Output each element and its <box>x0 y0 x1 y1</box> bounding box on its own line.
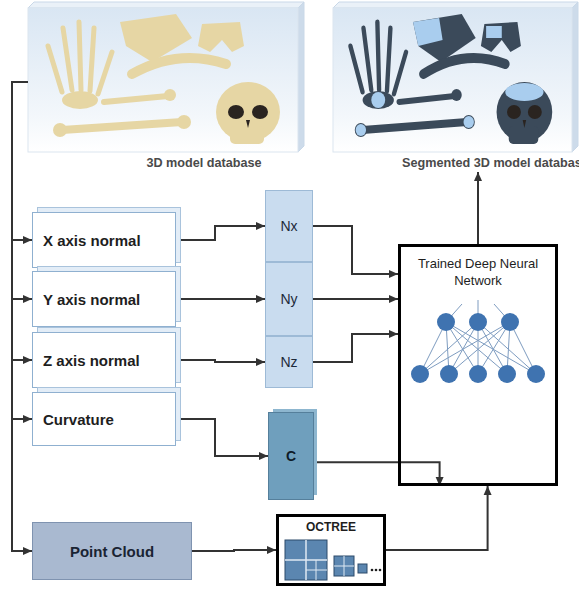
model-database-panel <box>28 2 304 152</box>
database-panel: 3D model database <box>28 2 380 172</box>
connector-arrow <box>12 82 32 299</box>
database-panel: Segmented 3D model database <box>333 2 579 172</box>
connector-arrow <box>176 226 265 240</box>
network-box: Trained Deep Neural Network <box>398 244 558 486</box>
neural-network-icon <box>411 300 545 383</box>
node-label: Curvature <box>43 411 114 428</box>
octree-box: OCTREE <box>276 514 386 586</box>
illustration-part <box>486 26 502 38</box>
connector-arrow <box>386 486 488 550</box>
node-label: Trained Deep Neural Network <box>411 255 545 289</box>
illustration-part <box>413 18 443 46</box>
feature-box: Curvature <box>32 392 176 446</box>
connector-arrow <box>176 419 268 456</box>
node-label: Point Cloud <box>70 543 154 560</box>
illustration-part <box>375 569 378 572</box>
connector-arrow <box>12 82 32 360</box>
connector-arrow <box>176 298 265 300</box>
node-label: 3D model database <box>146 156 261 172</box>
illustration-part <box>306 570 327 571</box>
illustration-part <box>334 556 354 576</box>
feature-box: X axis normal <box>32 212 176 268</box>
feature-box: Y axis normal <box>32 271 176 327</box>
node-label: Nx <box>280 218 297 234</box>
illustration-part <box>505 83 543 101</box>
illustration-part <box>437 313 455 331</box>
feature-box: Z axis normal <box>32 332 176 388</box>
connector-arrow <box>477 172 479 244</box>
illustration-part <box>469 365 487 383</box>
octree-icon <box>285 540 381 580</box>
node-label: Y axis normal <box>43 291 140 308</box>
illustration-part <box>333 2 578 8</box>
illustration-part <box>411 365 429 383</box>
illustration-part <box>379 569 382 572</box>
illustration-part <box>446 322 536 374</box>
connector-arrow <box>192 550 276 551</box>
illustration-part <box>28 8 298 152</box>
illustration-part <box>333 8 572 152</box>
illustration-part <box>334 566 354 567</box>
illustration-part <box>572 2 578 152</box>
illustration-part <box>469 313 487 331</box>
illustration-part <box>356 124 366 136</box>
connector-arrow <box>313 298 398 300</box>
illustration-part <box>285 559 327 561</box>
illustration-part <box>350 14 552 144</box>
segmented-database-panel <box>333 2 578 152</box>
illustration-part <box>298 2 304 152</box>
illustration-part <box>48 14 280 144</box>
node-label: X axis normal <box>43 232 141 249</box>
illustration-part <box>411 313 545 383</box>
illustration-part <box>28 2 304 8</box>
illustration-part <box>464 116 474 128</box>
illustration-part <box>358 564 367 573</box>
connector-arrow <box>313 226 398 274</box>
connector-arrow <box>12 82 32 240</box>
illustration-part <box>350 14 552 144</box>
connector-arrow <box>12 82 32 419</box>
channel-box: Ny <box>265 262 313 336</box>
connector-arrow <box>313 334 398 362</box>
connector-arrow <box>12 82 32 551</box>
channel-box: Nz <box>265 336 313 388</box>
channel-box: Nx <box>265 190 313 262</box>
channel-box: C <box>268 412 314 500</box>
node-label: Segmented 3D model database <box>402 156 579 172</box>
connector-arrow <box>314 462 440 486</box>
node-label: Z axis normal <box>43 352 140 369</box>
illustration-part <box>440 365 458 383</box>
node-label: Ny <box>280 291 297 307</box>
illustration-part <box>527 365 545 383</box>
node-label: C <box>286 448 296 464</box>
node-label: OCTREE <box>306 520 356 534</box>
illustration-part <box>420 322 510 374</box>
node-label: Nz <box>280 354 297 370</box>
process-box: Point Cloud <box>32 522 192 580</box>
illustration-part <box>501 313 519 331</box>
illustration-part <box>371 569 374 572</box>
illustration-part <box>285 540 327 580</box>
illustration-part <box>371 92 385 108</box>
illustration-part <box>498 365 516 383</box>
connector-arrow <box>176 360 265 362</box>
